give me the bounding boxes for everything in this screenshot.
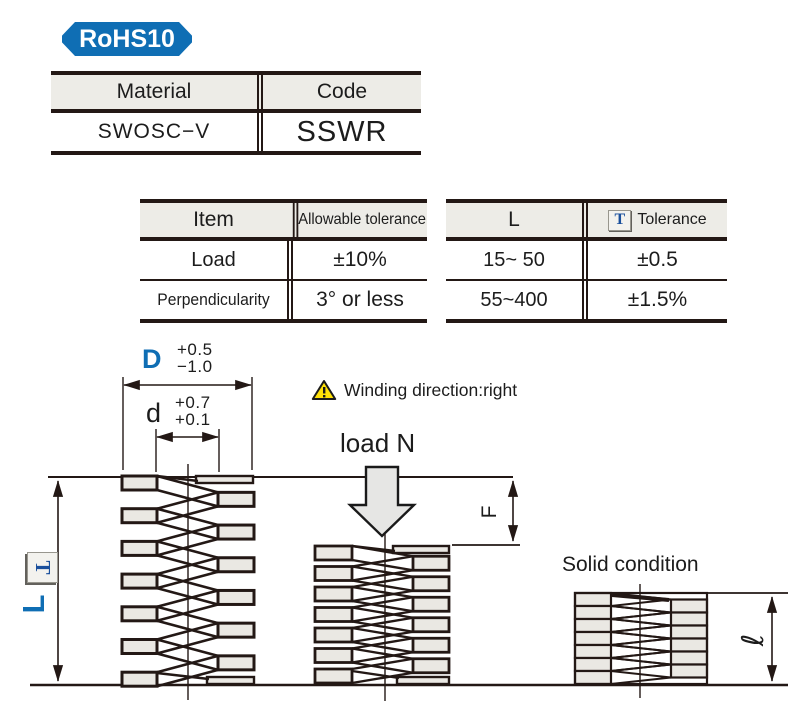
length-tolerance-cell: ±1.5% bbox=[582, 281, 727, 319]
table-row: Perpendicularity 3° or less bbox=[140, 281, 427, 319]
deflection-label: F bbox=[478, 505, 501, 519]
rohs-badge: RoHS10 bbox=[62, 22, 192, 56]
material-code-table: Material Code SWOSC−V SSWR bbox=[51, 71, 421, 155]
length-tolerance-table: L T Tolerance 15~ 50 ±0.5 55~400 ±1.5% bbox=[446, 199, 727, 323]
solid-spring-drawing bbox=[573, 584, 709, 698]
load-label: load N bbox=[340, 428, 416, 458]
material-table-value-row: SWOSC−V SSWR bbox=[51, 113, 421, 151]
warning-icon bbox=[311, 380, 337, 400]
length-range-cell: 15~ 50 bbox=[483, 248, 545, 271]
outer-dia-tol-lower: −1.0 bbox=[177, 357, 213, 376]
allowable-tolerance-header: Allowable tolerance bbox=[292, 203, 426, 237]
free-spring-drawing bbox=[120, 464, 256, 700]
material-header: Material bbox=[116, 80, 192, 103]
tolerance-t-icon-rotated: T bbox=[27, 552, 58, 583]
solid-condition-label: Solid condition bbox=[562, 553, 699, 576]
outer-dia-label: D bbox=[142, 344, 162, 374]
wire-dia-tol-upper: +0.7 bbox=[175, 393, 211, 412]
load-value-cell: ±10% bbox=[287, 241, 427, 279]
wire-dia-tol-lower: +0.1 bbox=[175, 410, 211, 429]
outer-dia-tolerance: +0.5 −1.0 bbox=[177, 341, 213, 375]
winding-direction-note: Winding direction:right bbox=[311, 379, 517, 401]
wire-dia-label: d bbox=[146, 398, 162, 428]
material-value: SWOSC−V bbox=[97, 120, 211, 143]
tolerance-t-icon: T bbox=[608, 209, 632, 231]
solid-length-label: ℓ bbox=[735, 633, 771, 647]
outer-dia-tol-upper: +0.5 bbox=[177, 340, 213, 359]
winding-direction-text: Winding direction:right bbox=[344, 379, 518, 400]
table-row: 15~ 50 ±0.5 bbox=[446, 241, 727, 281]
code-header: Code bbox=[257, 75, 421, 109]
tolerance-header: T Tolerance bbox=[582, 203, 727, 237]
length-table-header-row: L T Tolerance bbox=[446, 203, 727, 241]
load-arrow bbox=[347, 465, 417, 538]
perpendicularity-item-cell: Perpendicularity bbox=[157, 290, 270, 309]
perpendicularity-value-cell: 3° or less bbox=[287, 281, 427, 319]
load-item-cell: Load bbox=[191, 248, 236, 271]
table-row: Load ±10% bbox=[140, 241, 427, 281]
spring-diagram-svg bbox=[30, 377, 788, 701]
length-header: L bbox=[508, 208, 520, 231]
material-table-header-row: Material Code bbox=[51, 75, 421, 113]
tolerance-header-label: Tolerance bbox=[637, 211, 707, 228]
code-value: SSWR bbox=[257, 113, 421, 151]
item-header: Item bbox=[193, 208, 234, 231]
free-length-label: L bbox=[16, 594, 51, 614]
wire-dia-tolerance: +0.7 +0.1 bbox=[175, 394, 211, 428]
allowable-tolerance-table: Item Allowable tolerance Load ±10% Perpe… bbox=[140, 199, 427, 323]
length-tolerance-cell: ±0.5 bbox=[582, 241, 727, 279]
compressed-spring-drawing bbox=[313, 534, 451, 701]
table-row: 55~400 ±1.5% bbox=[446, 281, 727, 319]
length-range-cell: 55~400 bbox=[480, 288, 548, 311]
tolerance-table-header-row: Item Allowable tolerance bbox=[140, 203, 427, 241]
